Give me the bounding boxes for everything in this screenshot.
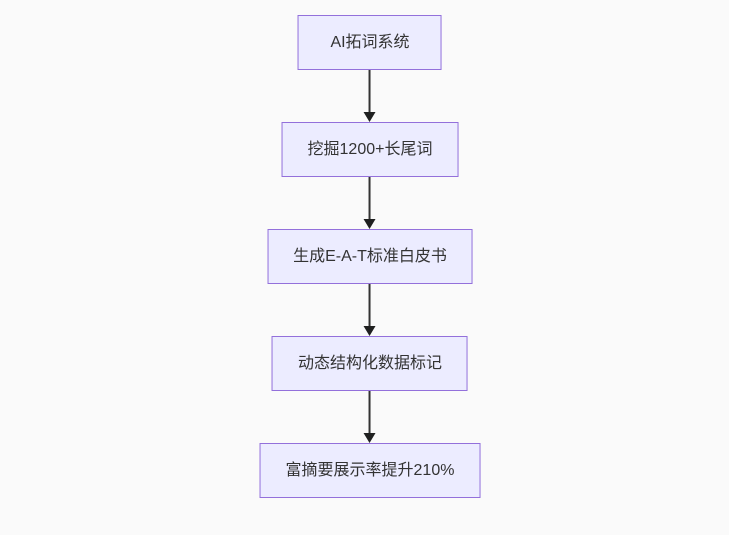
arrow-head-icon: [364, 433, 376, 443]
flow-node-label: 动态结构化数据标记: [297, 355, 442, 372]
arrow-head-icon: [364, 219, 376, 229]
arrow-line: [369, 391, 371, 434]
arrow-head-icon: [364, 326, 376, 336]
flow-node-label: AI拓词系统: [330, 34, 410, 51]
flow-arrow-down-1: [364, 70, 376, 122]
flowchart: AI拓词系统 挖掘1200+长尾词 生成E-A-T标准白皮书 动态结构化数据标记: [259, 15, 481, 498]
arrow-line: [369, 70, 371, 113]
flow-arrow-down-4: [364, 391, 376, 443]
flow-arrow-down-3: [364, 284, 376, 336]
arrow-head-icon: [364, 112, 376, 122]
flow-node-label: 富摘要展示率提升210%: [285, 462, 455, 479]
flow-node-label: 挖掘1200+长尾词: [307, 141, 433, 158]
flow-node-structured-data: 动态结构化数据标记: [271, 336, 468, 391]
arrow-line: [369, 284, 371, 327]
flow-node-ai-word-system: AI拓词系统: [298, 15, 442, 70]
flow-arrow-down-2: [364, 177, 376, 229]
flow-node-label: 生成E-A-T标准白皮书: [293, 248, 447, 265]
arrow-line: [369, 177, 371, 220]
flow-node-eat-whitepaper: 生成E-A-T标准白皮书: [267, 229, 473, 284]
flow-node-longtail-keywords: 挖掘1200+长尾词: [281, 122, 459, 177]
flow-node-rich-snippet-result: 富摘要展示率提升210%: [259, 443, 481, 498]
